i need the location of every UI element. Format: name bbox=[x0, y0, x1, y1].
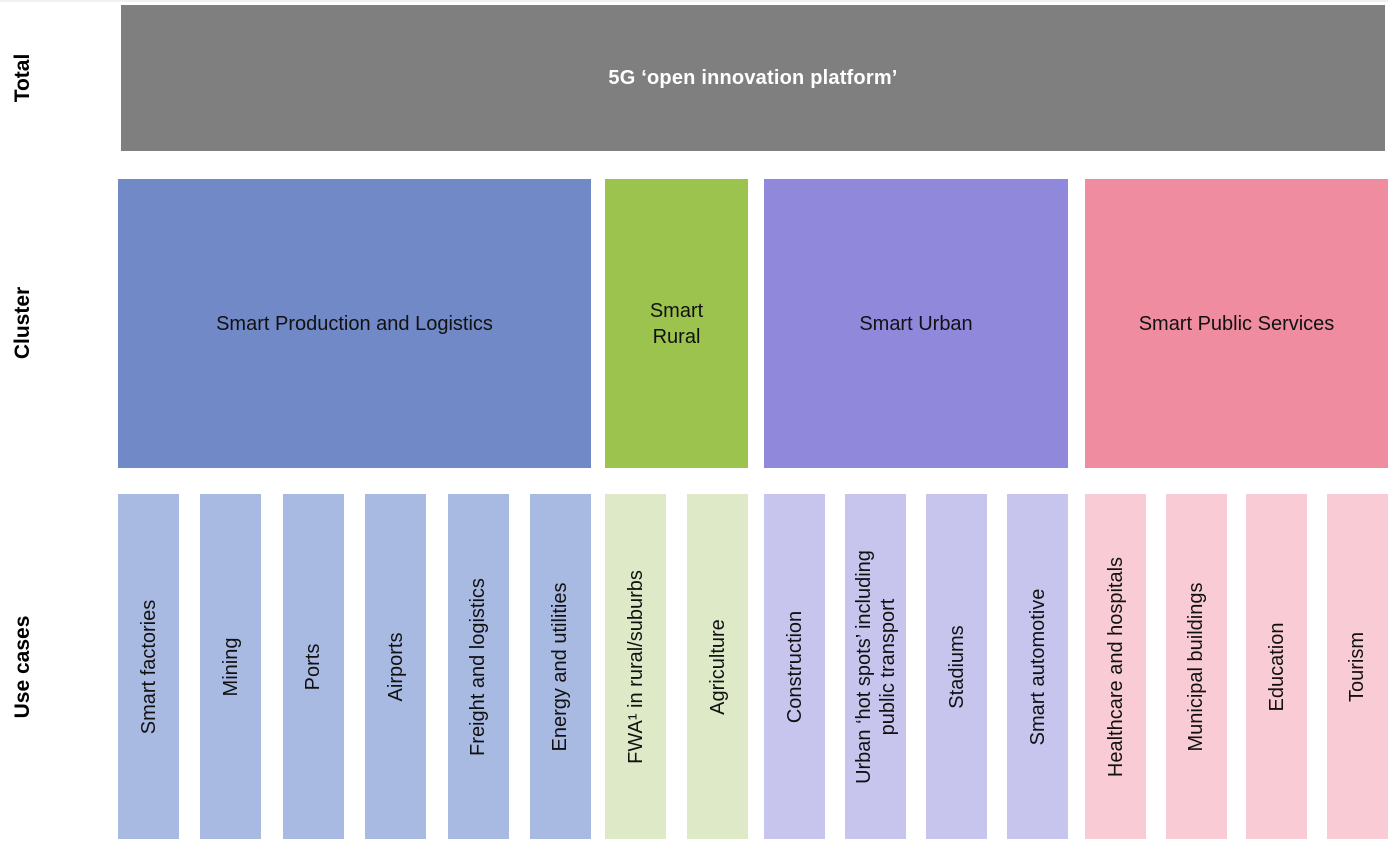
usecase-label: Smart factories bbox=[137, 599, 160, 734]
cluster-smart-public-services: Smart Public Services bbox=[1085, 179, 1388, 468]
usecase-fwa-in-rural-suburbs: FWA¹ in rural/suburbs bbox=[605, 494, 666, 839]
usecase-label: Smart automotive bbox=[1026, 588, 1049, 745]
total-band: 5G ‘open innovation platform’ bbox=[118, 5, 1388, 151]
cluster-smart-production-and-logistics: Smart Production and Logistics bbox=[118, 179, 591, 468]
usecase-label: Agriculture bbox=[706, 618, 729, 715]
usecase-label: Municipal buildings bbox=[1185, 582, 1208, 751]
usecase-label: Mining bbox=[219, 637, 242, 696]
use-case-group-rural: FWA¹ in rural/suburbs Agriculture bbox=[605, 494, 748, 839]
usecase-label: Education bbox=[1265, 622, 1288, 711]
usecase-healthcare-and-hospitals: Healthcare and hospitals bbox=[1085, 494, 1146, 839]
usecase-tourism: Tourism bbox=[1326, 494, 1388, 839]
usecase-label: Energy and utilities bbox=[549, 582, 572, 751]
use-cases-band: Smart factories Mining Ports Airports Fr… bbox=[118, 494, 1388, 839]
use-case-group-urban: Construction Urban ‘hot spots’ including… bbox=[764, 494, 1068, 839]
cluster-band: Smart Production and Logistics Smart Rur… bbox=[118, 179, 1388, 468]
usecase-stadiums: Stadiums bbox=[926, 494, 987, 839]
total-bar: 5G ‘open innovation platform’ bbox=[121, 5, 1385, 151]
row-label-total: Total bbox=[11, 53, 34, 103]
usecase-education: Education bbox=[1246, 494, 1308, 839]
cluster-label: Smart Urban bbox=[859, 312, 973, 335]
usecase-mining: Mining bbox=[200, 494, 262, 839]
usecase-label: FWA¹ in rural/suburbs bbox=[624, 569, 647, 764]
usecase-urban-hot-spots: Urban ‘hot spots’ including public trans… bbox=[845, 494, 906, 839]
usecase-label: Construction bbox=[783, 610, 806, 723]
usecase-label: Ports bbox=[302, 643, 325, 690]
total-bar-label: 5G ‘open innovation platform’ bbox=[608, 66, 898, 89]
top-edge-divider bbox=[0, 0, 1388, 2]
use-case-group-public-services: Healthcare and hospitals Municipal build… bbox=[1085, 494, 1388, 839]
usecase-label: Tourism bbox=[1346, 631, 1369, 702]
row-label-cluster: Cluster bbox=[11, 286, 34, 360]
usecase-label: Airports bbox=[384, 632, 407, 701]
cluster-smart-rural: Smart Rural bbox=[605, 179, 748, 468]
usecase-ports: Ports bbox=[282, 494, 344, 839]
usecase-label: Stadiums bbox=[945, 624, 968, 709]
row-label-use-cases: Use cases bbox=[11, 615, 34, 719]
usecase-airports: Airports bbox=[365, 494, 427, 839]
usecase-label: Freight and logistics bbox=[467, 577, 490, 756]
use-case-group-production: Smart factories Mining Ports Airports Fr… bbox=[118, 494, 591, 839]
usecase-label: Healthcare and hospitals bbox=[1104, 556, 1127, 777]
usecase-label: Urban ‘hot spots’ including public trans… bbox=[852, 549, 899, 784]
cluster-label: Smart Public Services bbox=[1138, 312, 1335, 335]
usecase-energy-and-utilities: Energy and utilities bbox=[529, 494, 591, 839]
usecase-agriculture: Agriculture bbox=[687, 494, 748, 839]
usecase-construction: Construction bbox=[764, 494, 825, 839]
usecase-municipal-buildings: Municipal buildings bbox=[1165, 494, 1227, 839]
cluster-label: Smart Rural bbox=[649, 299, 704, 348]
usecase-freight-and-logistics: Freight and logistics bbox=[447, 494, 509, 839]
usecase-smart-factories: Smart factories bbox=[118, 494, 179, 839]
cluster-smart-urban: Smart Urban bbox=[764, 179, 1068, 468]
usecase-smart-automotive: Smart automotive bbox=[1007, 494, 1068, 839]
cluster-label: Smart Production and Logistics bbox=[216, 312, 493, 335]
